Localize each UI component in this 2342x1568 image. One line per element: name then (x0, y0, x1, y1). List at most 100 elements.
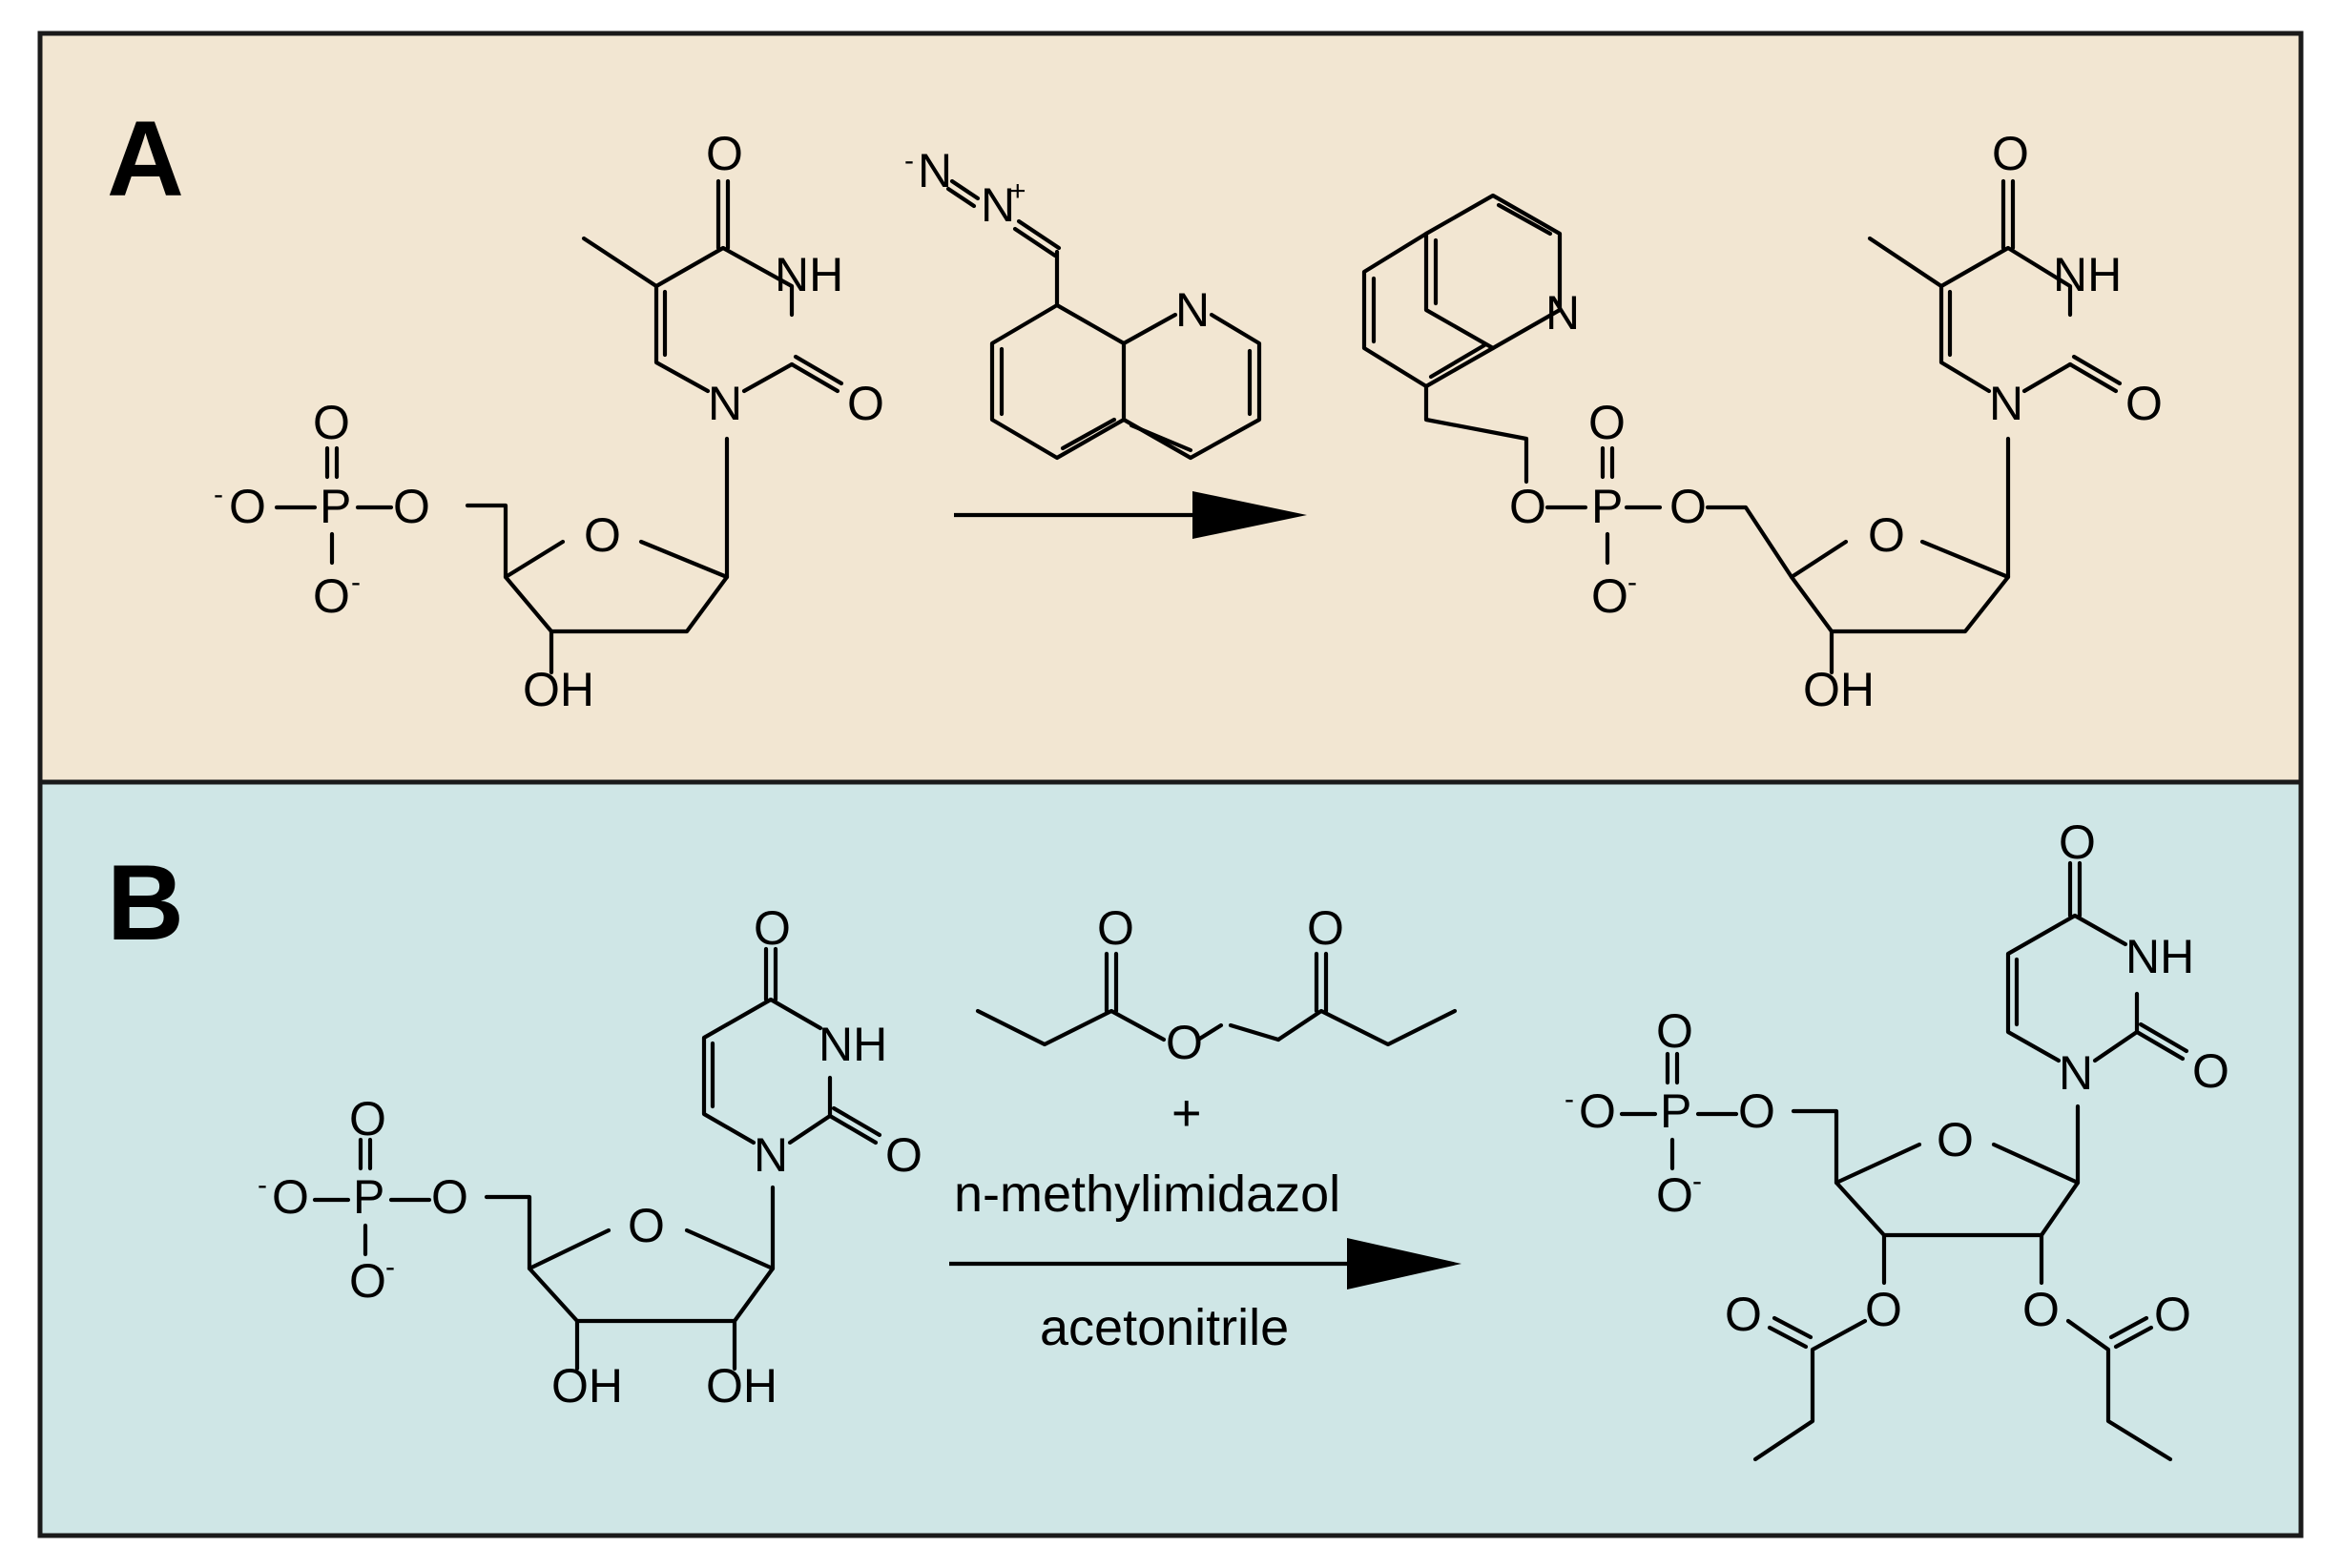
chemical-bond (2067, 860, 2083, 918)
chemical-bond (1705, 505, 1794, 580)
chemical-bond (465, 503, 508, 580)
chemical-bond (2065, 1318, 2173, 1462)
oxygen-atom-label: O (229, 480, 266, 533)
oxygen-atom-label: O (1725, 1288, 1762, 1341)
chemical-bond (324, 445, 340, 480)
chemical-bond (763, 946, 778, 1002)
chemical-bond (715, 178, 731, 251)
reagent-n-methylimidazol: n-methylimidazol (954, 1166, 1340, 1223)
phosphorus-atom-label: P (1660, 1084, 1691, 1138)
hydroxyl-label: OH (523, 663, 594, 716)
chemical-bond (1195, 1022, 1224, 1042)
panel-a-label: A (107, 99, 184, 218)
panel-a-reagent-diazomethyl-quinoline: - N N + N (904, 144, 1262, 461)
nitrogen-atom-label: N (1545, 286, 1580, 340)
chemical-bond (1371, 276, 1487, 380)
negative-charge-label: - (1565, 1083, 1574, 1115)
chemical-bond (1121, 312, 1178, 346)
nitrogen-atom-label: N (1989, 377, 2023, 430)
nh-group-label: NH (775, 248, 843, 301)
oxygen-atom-label: O (2022, 1283, 2060, 1336)
oxygen-atom-label: O (1307, 901, 1344, 955)
chemical-bond (2067, 354, 2123, 394)
chemical-bond (581, 236, 659, 289)
chemical-bond (1791, 1108, 1839, 1186)
oxygen-atom-label: O (1656, 1004, 1693, 1058)
oxygen-atom-label: O (1588, 396, 1626, 449)
panel-b-reagent-propionic-anhydride: O O O (975, 901, 1458, 1069)
chemical-bond (1867, 236, 1944, 289)
chemical-bond (789, 354, 844, 394)
panel-a-reaction-arrow (954, 491, 1307, 539)
oxygen-atom-label: O (1579, 1084, 1616, 1138)
nitrogen-atom-label: N (1175, 283, 1210, 337)
chemical-bond (2005, 913, 2128, 1063)
nitrogen-atom-label: N (754, 1128, 788, 1182)
chemical-bond (1228, 1022, 1281, 1042)
negative-charge-label: - (214, 479, 223, 510)
nitrogen-atom-label: N (2059, 1046, 2093, 1100)
panel-b-reactant-uridine-monophosphate: O OH OH O P O - O O - N NH O O (258, 901, 922, 1413)
negative-charge-label: - (1692, 1166, 1702, 1197)
chemical-bond (1314, 951, 1329, 1014)
oxygen-atom-label: O (431, 1170, 468, 1224)
chemical-bond (1361, 231, 1496, 389)
phosphorus-atom-label: P (353, 1170, 384, 1224)
hydroxyl-label: OH (706, 1359, 777, 1413)
oxygen-atom-label: O (1992, 127, 2029, 180)
nh-group-label: NH (2053, 248, 2122, 301)
chemical-bond (1104, 951, 1119, 1014)
chemical-bond (1423, 193, 1563, 351)
oxygen-atom-label: O (2125, 377, 2163, 430)
reagent-acetonitrile: acetonitrile (1040, 1299, 1289, 1356)
oxygen-atom-label: O (313, 396, 350, 449)
oxygen-atom-label: O (1865, 1283, 1902, 1336)
nitrogen-atom-label: N (981, 178, 1015, 232)
oxygen-atom-label: O (1591, 569, 1628, 623)
oxygen-atom-label: O (349, 1092, 386, 1145)
oxygen-atom-label: O (2059, 815, 2096, 869)
nitrogen-atom-label: N (708, 377, 742, 430)
panel-b-label: B (107, 843, 184, 962)
chemical-bond (1012, 218, 1062, 258)
panel-a-reactant-thymidine-monophosphate: O OH O P O - O O - N NH O (214, 127, 884, 716)
nh-group-label: NH (819, 1018, 887, 1071)
positive-charge-label: + (1009, 175, 1026, 207)
oxygen-atom-label: O (2192, 1044, 2229, 1098)
chemical-bond (1789, 539, 2011, 634)
negative-charge-label: - (351, 567, 361, 598)
oxygen-atom-label: O (272, 1170, 309, 1224)
oxygen-atom-label: O (2154, 1288, 2191, 1341)
negative-charge-label: - (258, 1169, 267, 1201)
oxygen-atom-label: O (1097, 901, 1134, 955)
chemical-bond (2134, 1021, 2189, 1062)
oxygen-atom-label: O (1656, 1168, 1693, 1222)
oxygen-atom-label: O (628, 1199, 665, 1252)
panel-a-background (37, 31, 2304, 785)
chemical-bond (2108, 1315, 2154, 1350)
oxygen-atom-label: O (313, 569, 350, 623)
negative-charge-label: - (904, 145, 914, 176)
oxygen-atom-label: O (1166, 1016, 1203, 1069)
chemical-bond (1752, 1318, 1868, 1462)
reagent-plus-sign: + (1171, 1084, 1202, 1142)
oxygen-atom-label: O (706, 127, 743, 180)
phosphorus-atom-label: P (320, 480, 351, 533)
oxygen-atom-label: O (1509, 480, 1546, 533)
phosphorus-atom-label: P (1591, 480, 1623, 533)
chemical-bond (1600, 445, 1615, 480)
panel-b-background (37, 779, 2304, 1538)
panel-b-arrow-head (1347, 1238, 1461, 1289)
nh-group-label: NH (2125, 930, 2194, 983)
negative-charge-label: - (385, 1251, 395, 1283)
oxygen-atom-label: O (584, 508, 621, 562)
chemical-bond (945, 178, 981, 209)
chemical-bond (1423, 383, 1529, 485)
oxygen-atom-label: O (847, 377, 884, 430)
panel-b-reaction-conditions: + n-methylimidazol acetonitrile (949, 1084, 1461, 1356)
chemical-bond (484, 1194, 532, 1271)
chemical-bond (1767, 1315, 1813, 1350)
panel-a-product-quinolylmethyl-ester: N O P O O O - O OH N NH O (1361, 127, 2163, 716)
chemical-bond (975, 1008, 1458, 1047)
